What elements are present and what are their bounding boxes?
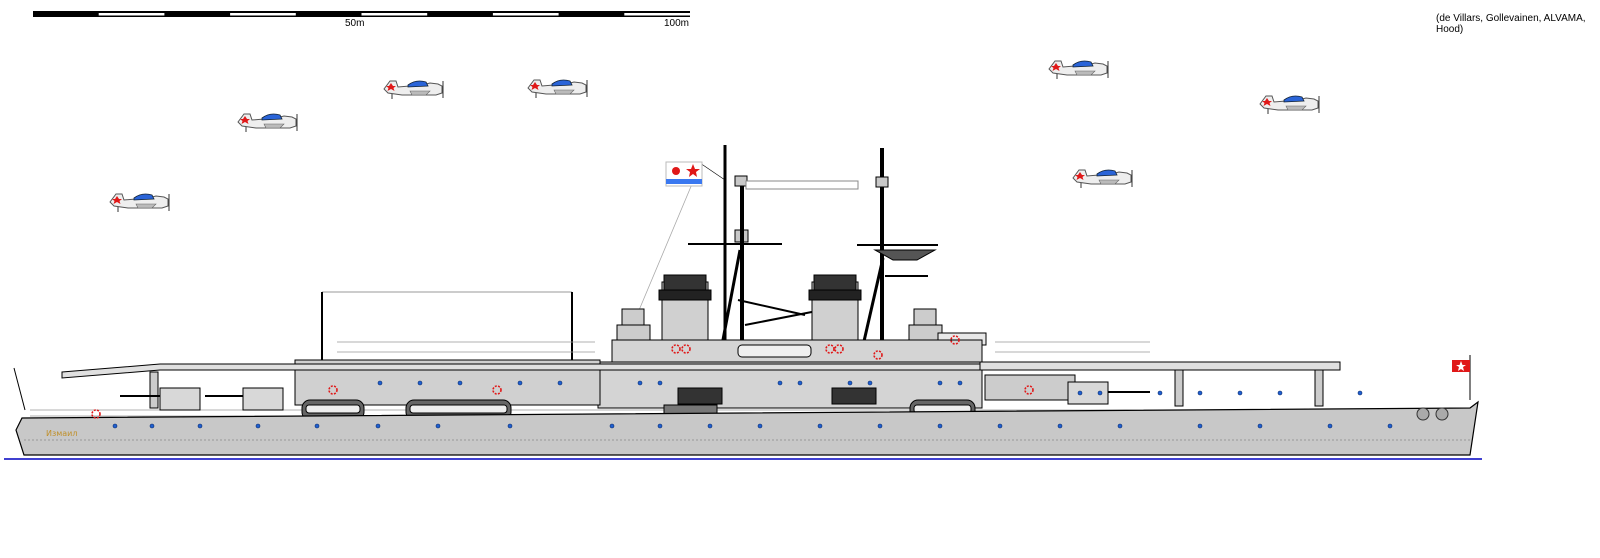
- porthole: [867, 380, 873, 386]
- porthole: [1257, 423, 1263, 429]
- aircraft: [237, 113, 298, 133]
- porthole: [435, 423, 441, 429]
- porthole: [1117, 423, 1123, 429]
- porthole: [877, 423, 883, 429]
- porthole: [557, 380, 563, 386]
- aircraft: [1048, 60, 1109, 80]
- porthole: [609, 423, 615, 429]
- porthole: [457, 380, 463, 386]
- aircraft: [1072, 169, 1133, 189]
- porthole: [937, 380, 943, 386]
- scale-bar-segment: [230, 13, 296, 16]
- porthole: [1357, 390, 1363, 396]
- porthole: [1197, 423, 1203, 429]
- porthole: [1097, 390, 1103, 396]
- porthole: [112, 423, 118, 429]
- porthole: [657, 423, 663, 429]
- porthole: [997, 423, 1003, 429]
- porthole: [417, 380, 423, 386]
- aircraft-group: [109, 60, 1320, 213]
- scale-bar-graphic: [33, 11, 690, 17]
- porthole: [817, 423, 823, 429]
- porthole: [1327, 423, 1333, 429]
- superstructure: [61, 339, 1341, 421]
- porthole: [1077, 390, 1083, 396]
- porthole: [777, 380, 783, 386]
- ship-name: Измаил: [46, 429, 78, 438]
- aircraft: [527, 79, 588, 99]
- porthole: [797, 380, 803, 386]
- aircraft: [1259, 95, 1320, 115]
- porthole: [957, 380, 963, 386]
- porthole: [937, 423, 943, 429]
- scale-label-100m: 100m: [664, 18, 690, 29]
- porthole: [375, 423, 381, 429]
- porthole: [1197, 390, 1203, 396]
- porthole: [517, 380, 523, 386]
- porthole: [377, 380, 383, 386]
- porthole: [255, 423, 261, 429]
- aircraft: [383, 80, 444, 100]
- credits-text: (de Villars, Gollevainen, ALVAMA, Hood): [1436, 13, 1586, 35]
- scale-bar-segment: [98, 13, 165, 16]
- scale-label-50m: 50m: [345, 18, 365, 29]
- porthole: [637, 380, 643, 386]
- porthole: [149, 423, 155, 429]
- porthole: [507, 423, 513, 429]
- porthole: [1157, 390, 1163, 396]
- aircraft: [109, 193, 170, 213]
- anchors: [1416, 407, 1449, 421]
- porthole: [1057, 423, 1063, 429]
- hull: [15, 400, 1479, 456]
- porthole: [1387, 423, 1393, 429]
- naval-ensign-flag: [665, 161, 703, 187]
- porthole: [847, 380, 853, 386]
- porthole: [1237, 390, 1243, 396]
- masts: [13, 145, 938, 411]
- porthole: [757, 423, 763, 429]
- porthole: [1277, 390, 1283, 396]
- porthole: [707, 423, 713, 429]
- jack-flag: [1452, 355, 1471, 400]
- porthole: [197, 423, 203, 429]
- porthole: [314, 423, 320, 429]
- scale-bar-segment: [361, 13, 428, 16]
- scale-bar-segment: [624, 13, 690, 16]
- porthole: [657, 380, 663, 386]
- scale-bar-segment: [492, 13, 559, 16]
